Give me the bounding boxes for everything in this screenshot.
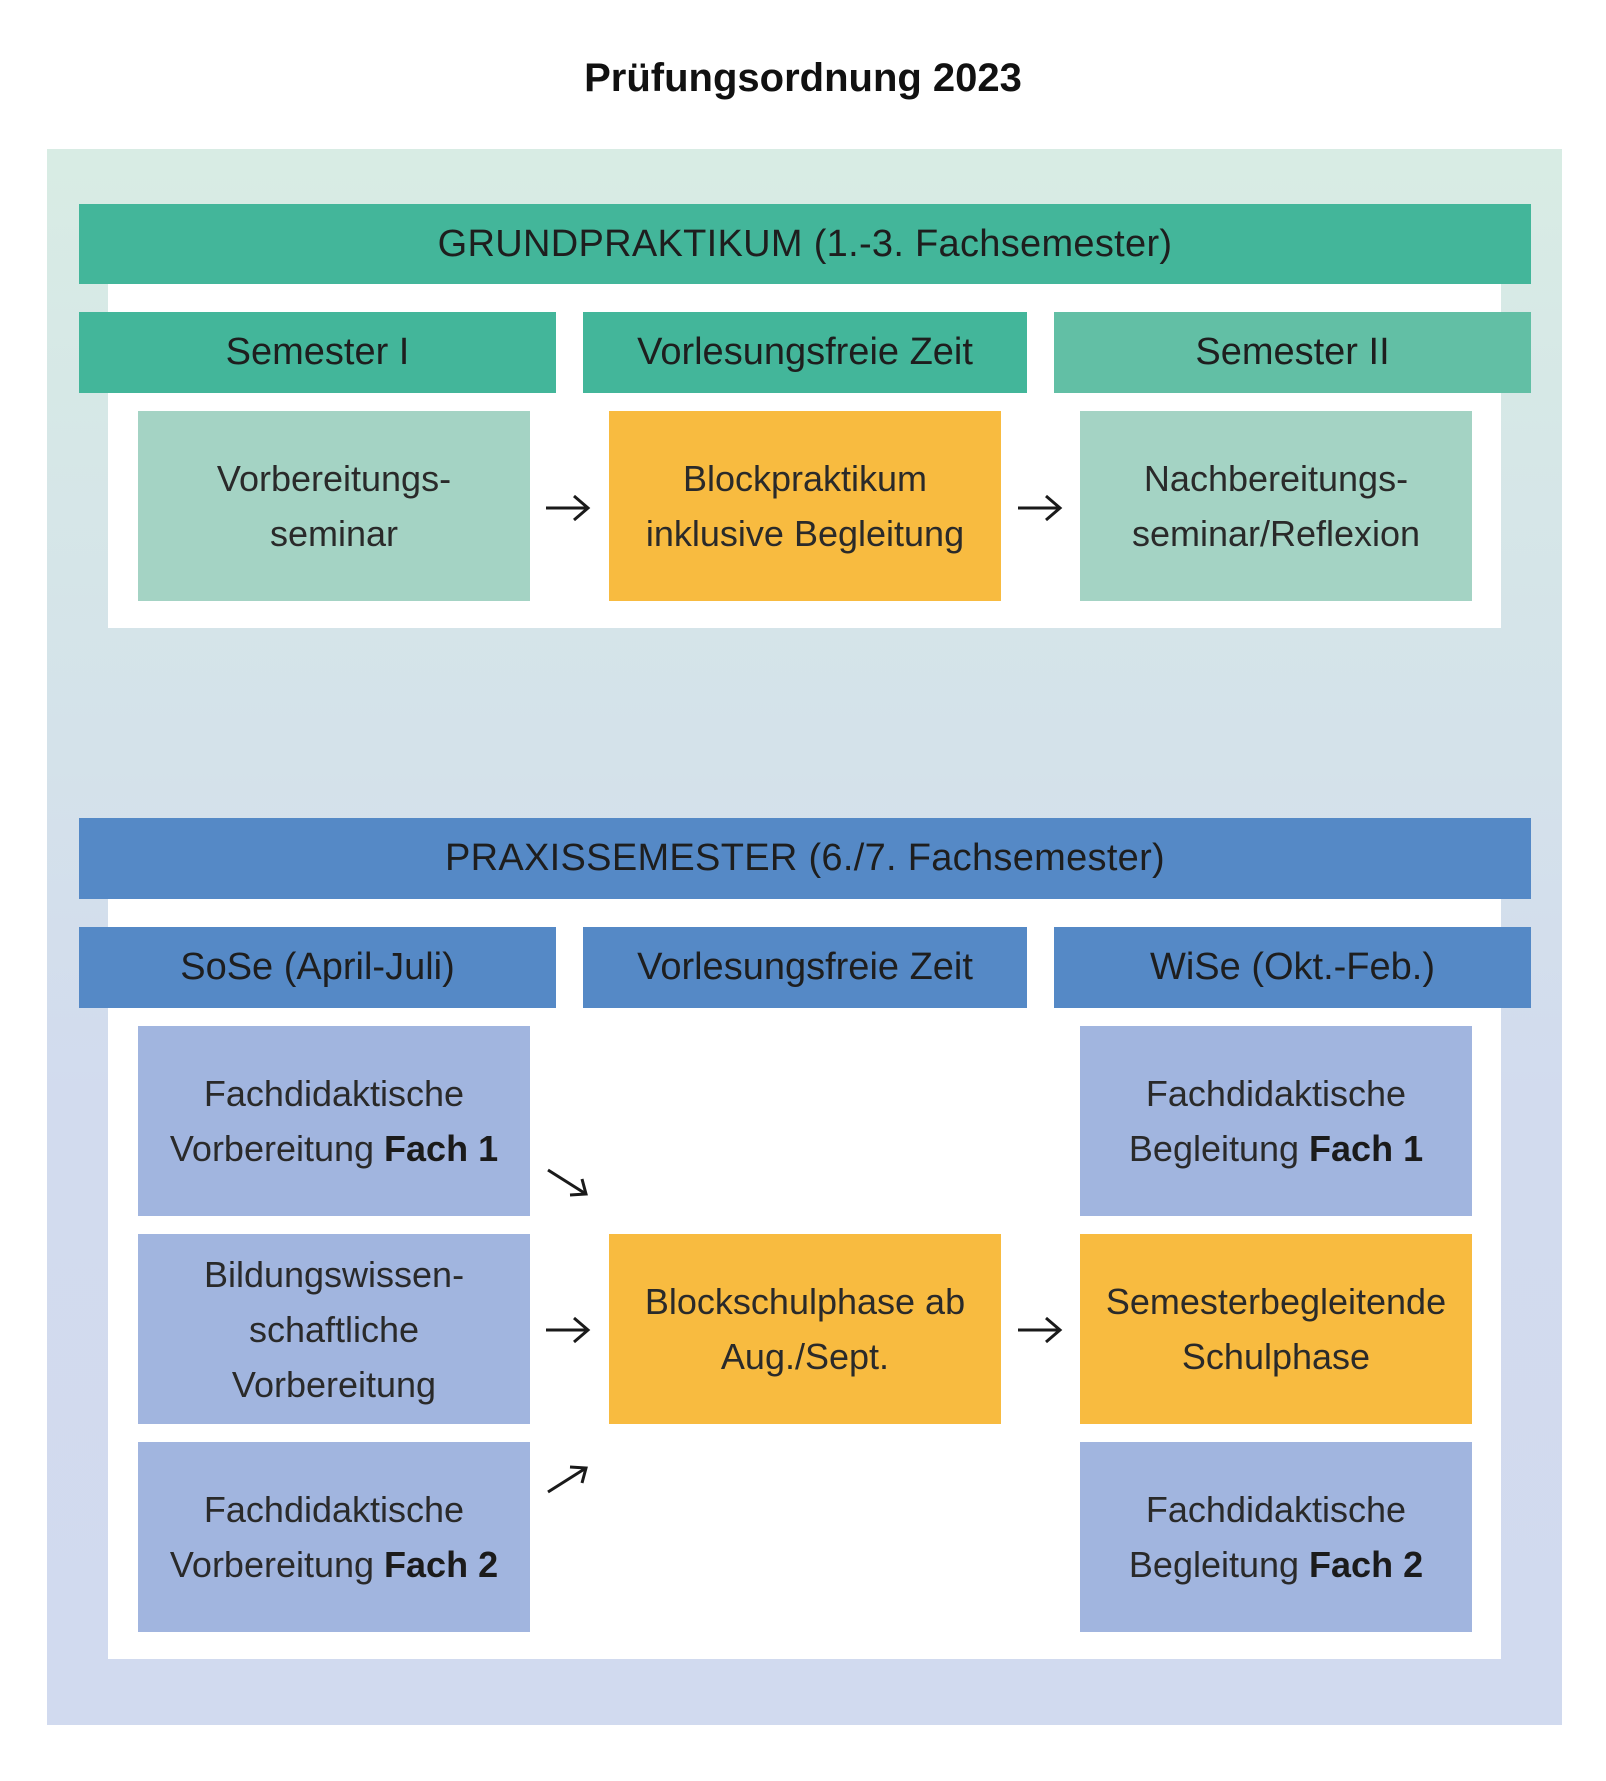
box-text-line: Bildungswissen-	[203, 1253, 465, 1295]
column-header-sose: SoSe (April-Juli)	[79, 927, 556, 1008]
fachdidaktische-begleitung-fach-1-box: Fachdidaktische Begleitung Fach 1	[1080, 1026, 1472, 1216]
column-header-wise: WiSe (Okt.-Feb.)	[1054, 927, 1531, 1008]
box-text-line: Vorbereitung Fach 1	[170, 1121, 498, 1176]
arrow-right-icon	[1012, 1310, 1068, 1350]
blockpraktikum-box: Blockpraktikum inklusive Begleitung	[609, 411, 1001, 601]
box-text-line: Blockpraktikum	[682, 458, 928, 499]
box-text-line: schaftliche	[248, 1308, 420, 1350]
box-text-prefix: Vorbereitung	[169, 1128, 385, 1169]
box-text-line: Vorbereitung	[231, 1363, 437, 1405]
box-text-bold: Fach 1	[384, 1128, 499, 1169]
box-text-line: Vorbereitung Fach 2	[170, 1537, 498, 1592]
box-text-line: inklusive Begleitung	[645, 513, 965, 554]
arrow-up-right-icon	[540, 1460, 596, 1500]
arrow-right-icon	[540, 1310, 596, 1350]
bildungswissenschaftliche-vorbereitung-box: Bildungswissen- schaftliche Vorbereitung	[138, 1234, 530, 1424]
box-text-line: Fachdidaktische	[1145, 1073, 1407, 1114]
column-header-semester-1: Semester I	[79, 312, 556, 393]
box-text-bold: Fach 2	[1309, 1544, 1424, 1585]
fachdidaktische-begleitung-fach-2-box: Fachdidaktische Begleitung Fach 2	[1080, 1442, 1472, 1632]
box-text-line: seminar/Reflexion	[1131, 513, 1421, 554]
box-text-bold: Fach 2	[384, 1544, 499, 1585]
semesterbegleitende-schulphase-box: Semesterbegleitende Schulphase	[1080, 1234, 1472, 1424]
column-header-vorlesungsfreie-zeit: Vorlesungsfreie Zeit	[583, 312, 1027, 393]
box-text-line: Fachdidaktische	[203, 1489, 465, 1530]
arrow-right-icon	[1012, 488, 1068, 528]
arrow-right-icon	[540, 488, 596, 528]
blockschulphase-box: Blockschulphase ab Aug./Sept.	[609, 1234, 1001, 1424]
box-text-line: Begleitung Fach 2	[1129, 1537, 1423, 1592]
column-header-semester-2: Semester II	[1054, 312, 1531, 393]
box-text-line: Vorbereitungs-	[216, 458, 452, 499]
page-title: Prüfungsordnung 2023	[584, 56, 1022, 100]
column-header-vorlesungsfreie-zeit: Vorlesungsfreie Zeit	[583, 927, 1027, 1008]
box-text-prefix: Begleitung	[1128, 1128, 1310, 1169]
box-text-line: Nachbereitungs-	[1143, 458, 1409, 499]
box-text-line: Blockschulphase ab	[644, 1281, 966, 1322]
box-text-prefix: Begleitung	[1128, 1544, 1310, 1585]
box-text-prefix: Vorbereitung	[169, 1544, 385, 1585]
box-text-line: seminar	[269, 513, 399, 554]
box-text-line: Fachdidaktische	[1145, 1489, 1407, 1530]
grundpraktikum-header: GRUNDPRAKTIKUM (1.-3. Fachsemester)	[79, 204, 1531, 284]
box-text-line: Begleitung Fach 1	[1129, 1121, 1423, 1176]
arrow-down-right-icon	[540, 1162, 596, 1202]
vorbereitungsseminar-box: Vorbereitungs- seminar	[138, 411, 530, 601]
box-text-line: Aug./Sept.	[720, 1336, 890, 1377]
box-text-bold: Fach 1	[1309, 1128, 1424, 1169]
box-text-line: Fachdidaktische	[203, 1073, 465, 1114]
nachbereitungsseminar-box: Nachbereitungs- seminar/Reflexion	[1080, 411, 1472, 601]
fachdidaktische-vorbereitung-fach-1-box: Fachdidaktische Vorbereitung Fach 1	[138, 1026, 530, 1216]
box-text-line: Semesterbegleitende	[1105, 1281, 1447, 1322]
fachdidaktische-vorbereitung-fach-2-box: Fachdidaktische Vorbereitung Fach 2	[138, 1442, 530, 1632]
box-text-line: Schulphase	[1181, 1336, 1371, 1377]
praxissemester-header: PRAXISSEMESTER (6./7. Fachsemester)	[79, 818, 1531, 899]
